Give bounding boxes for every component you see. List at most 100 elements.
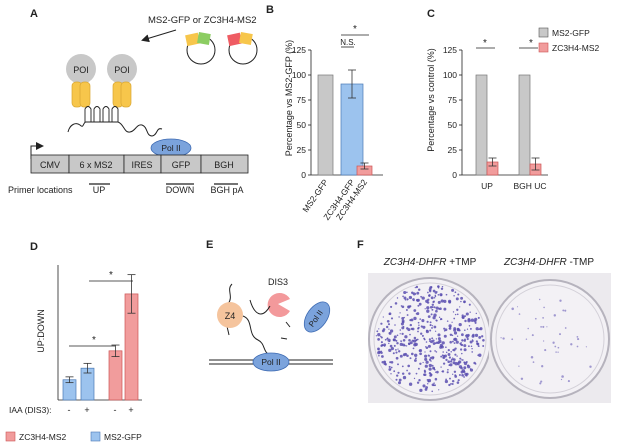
colony-dot — [437, 293, 440, 296]
colony-dot — [456, 362, 460, 366]
colony-dot — [402, 295, 404, 298]
colony-dot — [465, 361, 468, 363]
colony-dot — [474, 363, 477, 365]
colony-dot — [475, 327, 479, 331]
colony-dot — [557, 346, 560, 349]
colony-dot — [442, 356, 446, 359]
colony-dot — [427, 354, 430, 357]
colony-dot — [469, 311, 471, 313]
colony-dot — [392, 338, 396, 341]
chart-c-xtick-label: UP — [481, 181, 493, 191]
pol2-e-bound-label: Pol II — [261, 357, 280, 367]
plate-right-rim — [495, 284, 605, 394]
colony-dot — [456, 361, 458, 364]
colony-dot — [410, 318, 414, 322]
colony-dot — [395, 378, 398, 381]
chart-b-ytick-label: 100 — [292, 70, 306, 80]
z4-circle — [217, 302, 243, 328]
colony-dot — [540, 380, 543, 383]
colony-dot — [421, 319, 425, 323]
colony-dot — [429, 321, 432, 324]
colony-dot — [404, 344, 406, 347]
colony-dot — [426, 320, 429, 323]
colony-dot — [413, 377, 416, 380]
colony-dot — [477, 345, 480, 348]
colony-dot — [415, 285, 419, 289]
colony-dot — [567, 380, 570, 383]
colony-dot — [445, 378, 447, 381]
colony-dot — [431, 390, 433, 393]
colony-dot — [441, 341, 445, 345]
construct-cmv: CMV — [40, 160, 60, 170]
colony-dot — [401, 319, 405, 323]
colony-dot — [417, 327, 420, 330]
colony-dot — [455, 297, 459, 301]
ms2-coat-left-b — [79, 81, 91, 108]
colony-dot — [434, 350, 436, 352]
colony-dot — [466, 333, 470, 337]
colony-dot — [401, 305, 405, 309]
colony-dot — [417, 367, 420, 370]
colony-dot — [432, 300, 435, 304]
colony-dot — [416, 312, 420, 316]
colony-dot — [450, 382, 452, 385]
chart-b-ytick-label: 50 — [297, 120, 307, 130]
colony-dot — [413, 336, 417, 340]
colony-dot — [429, 324, 432, 327]
panel-d-sign-3: - — [114, 405, 117, 415]
colony-dot — [434, 384, 436, 387]
colony-dot — [539, 298, 541, 301]
colony-dot — [457, 293, 460, 296]
colony-dot — [410, 352, 414, 356]
colony-dot — [424, 351, 426, 353]
colony-dot — [433, 382, 435, 384]
colony-dot — [461, 359, 464, 361]
colony-dot — [460, 343, 464, 347]
colony-dot — [456, 327, 460, 331]
colony-dot — [464, 319, 467, 323]
colony-dot — [415, 298, 419, 302]
colony-dot — [441, 285, 444, 288]
primer-up-label: UP — [93, 185, 106, 195]
colony-dot — [465, 374, 468, 377]
colony-dot — [397, 348, 399, 350]
colony-dot — [380, 322, 383, 325]
colony-dot — [467, 365, 471, 369]
colony-dot — [417, 304, 420, 307]
chart-c-bar-bgh-uc-1 — [518, 74, 531, 176]
colony-dot — [532, 361, 535, 363]
colony-dot — [559, 333, 561, 336]
colony-dot — [409, 357, 412, 360]
colony-dot — [554, 345, 557, 348]
colony-dot — [555, 351, 557, 353]
colony-dot — [570, 343, 573, 346]
colony-dot — [544, 349, 547, 352]
colony-dot — [386, 325, 389, 329]
colony-dot — [426, 309, 430, 313]
colony-dot — [435, 306, 439, 310]
colony-dot — [464, 329, 466, 331]
colony-dot — [433, 306, 436, 309]
colony-dot — [449, 377, 451, 380]
colony-dot — [400, 340, 402, 342]
ms2-coat-right-b — [120, 81, 132, 108]
pol2-label: Pol II — [161, 143, 180, 153]
colony-dot — [431, 308, 434, 311]
legend-c-ms2gfp: MS2-GFP — [552, 28, 590, 38]
colony-dot — [465, 312, 469, 316]
colony-dot — [463, 315, 467, 318]
colony-dot — [564, 327, 567, 329]
colony-dot — [463, 370, 466, 374]
colony-dot — [463, 366, 467, 370]
colony-dot — [456, 313, 459, 316]
colony-dot — [518, 313, 521, 315]
rna-to-pol — [242, 315, 272, 357]
colony-dot — [395, 356, 399, 360]
pol2-e-free — [303, 301, 331, 333]
colony-dot — [408, 382, 413, 386]
colony-dot — [477, 316, 480, 319]
panel-letter-b: B — [266, 4, 274, 16]
colony-dot — [441, 370, 443, 373]
